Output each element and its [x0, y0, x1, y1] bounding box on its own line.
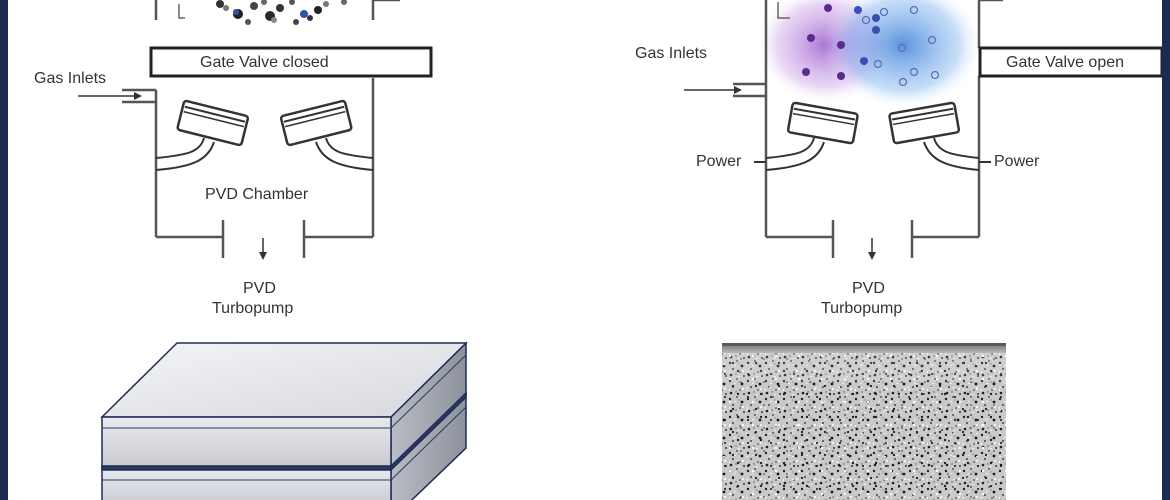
target-molecules [216, 0, 347, 25]
left-power-cables [155, 137, 374, 171]
right-power-cables [754, 137, 991, 171]
pump-arrow-left [259, 238, 267, 260]
figure-panel: Gas Inlets Gate Valve closed PVD Chamber… [8, 0, 1162, 500]
sem-micrograph [722, 343, 1006, 500]
diagram-canvas [78, 0, 1162, 500]
gate-valve-closed-label: Gate Valve closed [200, 54, 329, 71]
left-magnetron-left [176, 99, 250, 147]
gas-inlet-arrow-right [684, 86, 742, 94]
left-magnetron-right [279, 99, 353, 147]
gate-valve-open-label: Gate Valve open [1006, 54, 1125, 71]
power-label-left: Power [696, 153, 742, 170]
pvd-chamber-label: PVD Chamber [205, 186, 309, 203]
pump-arrow-right [868, 238, 876, 260]
pump-label-right-line1: PVD [852, 280, 885, 297]
gate-valve-open [978, 46, 1162, 78]
gas-inlet-arrow-left [78, 92, 142, 100]
right-magnetron-left [786, 101, 859, 145]
pump-label-left-line2: Turbopump [212, 300, 294, 317]
pump-label-right-line2: Turbopump [821, 300, 903, 317]
plasma-glow [756, 0, 983, 110]
power-label-right: Power [994, 153, 1040, 170]
gas-inlets-label-right: Gas Inlets [635, 45, 708, 62]
gas-inlets-label-left: Gas Inlets [34, 70, 107, 87]
gate-valve-closed [149, 46, 433, 78]
plasma-particles [802, 4, 940, 87]
right-magnetron-right [888, 101, 961, 145]
pump-label-left-line1: PVD [243, 280, 276, 297]
right-chamber [733, 0, 981, 258]
multilayer-stack [100, 341, 468, 500]
left-top-fixture [178, 4, 185, 19]
right-top-fixture [777, 2, 790, 19]
left-chamber [122, 0, 375, 258]
